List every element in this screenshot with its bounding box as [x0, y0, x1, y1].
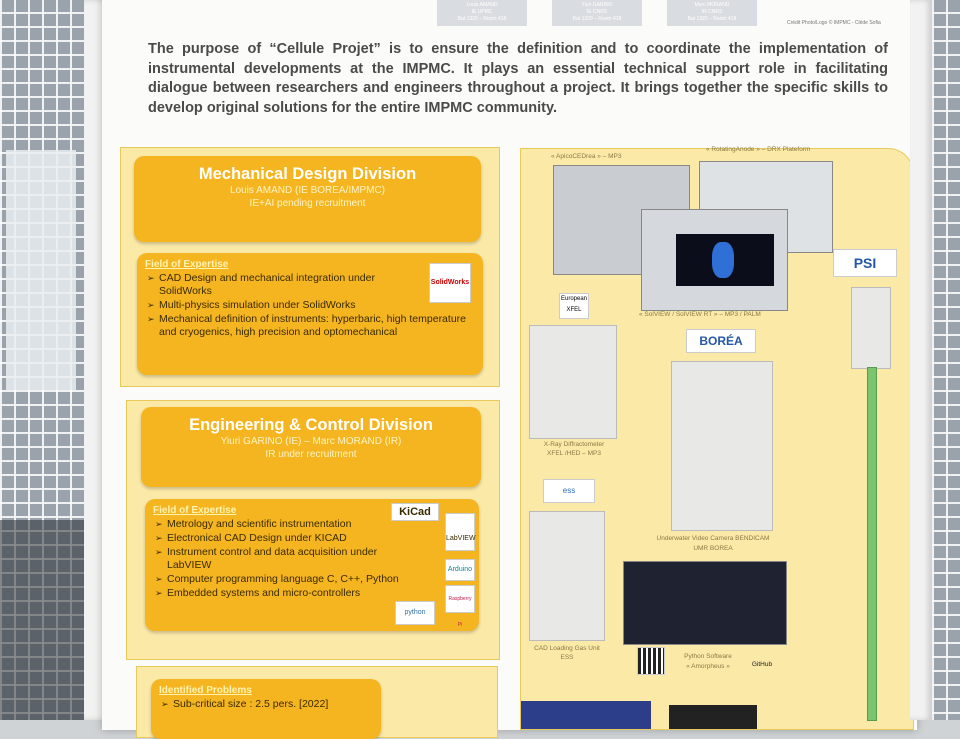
rotating-caption: « RotatingAnode » – DRX Plateform: [706, 146, 811, 153]
problems-panel: Identified Problems Sub-critical size : …: [136, 666, 498, 739]
list-item: CAD Design and mechanical integration un…: [147, 272, 422, 298]
photo-credit: Crédit Photo/Logo © IMPMC - Cléde Sofia: [787, 20, 881, 26]
expertise-heading: Field of Expertise: [145, 259, 229, 270]
background-poster: [6, 150, 76, 390]
solview-caption: « SolVIEW / SolVIEW RT » – MP3 / PALM: [639, 311, 761, 318]
list-item: Electronical CAD Design under KICAD: [155, 532, 410, 545]
header-name: Marc MORAND: [694, 2, 730, 8]
bottom-image-right: [669, 705, 757, 729]
raspberry-pi-logo-text: Raspberry Pi: [448, 596, 472, 628]
mechanical-recruit: IE+AI pending recruitment: [249, 198, 366, 209]
engineering-recruit: IR under recruitment: [265, 449, 357, 460]
raspberry-pi-logo: Raspberry Pi: [445, 585, 475, 628]
header-role: IE CNRS: [586, 9, 608, 15]
engineering-title-box: Engineering & Control Division Yiuri GAR…: [141, 407, 481, 487]
list-item: Instrument control and data acquisition …: [155, 546, 410, 572]
purpose-text: The purpose of “Cellule Projet” is to en…: [148, 41, 888, 116]
apico-caption: « ApicoCEDrea » – MP3: [551, 153, 622, 160]
arduino-logo-text: Arduino: [447, 566, 473, 573]
camera-caption: Underwater Video Camera BENDICAM: [656, 535, 770, 542]
list-item: Sub-critical size : 2.5 pers. [2022]: [161, 698, 381, 711]
header-name-box: Marc MORAND IR CNRS Bat 1320 – Room 418: [667, 0, 757, 26]
cad-loading-gas-image: [529, 511, 605, 641]
psi-instrument-top-image: [851, 287, 891, 369]
list-item: Multi-physics simulation under SolidWork…: [147, 299, 422, 312]
mechanical-title: Mechanical Design Division: [198, 165, 417, 183]
solview-image: [676, 234, 774, 286]
labview-logo-text: LabVIEW: [446, 535, 476, 542]
engineering-title: Engineering & Control Division: [189, 416, 433, 434]
list-item: Computer programming language C, C++, Py…: [155, 573, 410, 586]
cad-loading-caption: CAD Loading Gas Unit: [534, 645, 600, 652]
header-room: Bat 1320 – Room 418: [572, 16, 622, 22]
python-logo-text: python: [404, 609, 426, 616]
borea-logo: BORÉA: [686, 329, 756, 353]
list-item: Embedded systems and micro-controllers: [155, 587, 410, 600]
engineering-expertise-list: Metrology and scientific instrumentation…: [145, 518, 410, 600]
labview-logo: LabVIEW: [445, 513, 476, 551]
camera-caption-2: UMR BOREA: [693, 545, 733, 552]
bottom-image-left: [521, 701, 651, 729]
mechanical-panel: Mechanical Design Division Louis AMAND (…: [120, 147, 500, 387]
instruments-panel: « ApicoCEDrea » – MP3 « RotatingAnode » …: [520, 146, 914, 730]
mechanical-expertise-list: CAD Design and mechanical integration un…: [137, 272, 466, 339]
python-software-caption: Python Software: [684, 653, 732, 660]
mechanical-staff: Louis AMAND (IE BOREA/IMPMC): [229, 185, 386, 196]
xray-caption: X-Ray Diffractometer: [543, 441, 605, 448]
engineering-panel: Engineering & Control Division Yiuri GAR…: [126, 400, 500, 660]
expertise-heading: Field of Expertise: [153, 505, 237, 516]
cad-loading-caption-2: ESS: [560, 654, 574, 661]
header-name: Yiuri GARINO: [581, 2, 613, 8]
xfel-logo: European XFEL: [559, 293, 589, 319]
ess-logo-text: ess: [562, 486, 576, 495]
arduino-logo: Arduino: [445, 559, 475, 581]
header-role: IE UPMC: [471, 9, 493, 15]
solidworks-logo-text: SolidWorks: [430, 279, 470, 286]
solview-screenshot: [641, 209, 788, 311]
underwater-camera-image: [671, 361, 773, 531]
ess-logo: ess: [543, 479, 595, 503]
psi-logo-text: PSI: [853, 255, 877, 271]
header-name-box: Louis AMAND IE UPMC Bat 1320 – Room 418: [437, 0, 527, 26]
github-logo: GitHub: [751, 661, 773, 668]
mechanical-title-box: Mechanical Design Division Louis AMAND (…: [134, 156, 481, 242]
python-logo: python: [395, 601, 435, 625]
engineering-expertise-box: Field of Expertise Metrology and scienti…: [145, 499, 479, 631]
header-room: Bat 1320 – Room 418: [457, 16, 507, 22]
engineering-staff: Yiuri GARINO (IE) – Marc MORAND (IR): [220, 436, 402, 447]
python-software-screenshot: [623, 561, 787, 645]
xray-caption-2: XFEL /HED – MP3: [547, 450, 601, 457]
psi-instrument-rod: [867, 367, 877, 721]
header-name-box: Yiuri GARINO IE CNRS Bat 1320 – Room 418: [552, 0, 642, 26]
header-name: Louis AMAND: [466, 2, 498, 8]
list-item: Metrology and scientific instrumentation: [155, 518, 410, 531]
kicad-logo-text: KiCad: [399, 506, 431, 518]
list-item: Mechanical definition of instruments: hy…: [147, 313, 469, 339]
problems-heading: Identified Problems: [159, 685, 252, 696]
header-room: Bat 1320 – Room 418: [687, 16, 737, 22]
qr-code-icon: [637, 647, 665, 675]
psi-logo: PSI: [833, 249, 897, 277]
problems-list: Sub-critical size : 2.5 pers. [2022]: [151, 698, 381, 711]
poster: Louis AMAND IE UPMC Bat 1320 – Room 418 …: [102, 0, 917, 739]
poster-header-names: Louis AMAND IE UPMC Bat 1320 – Room 418 …: [437, 0, 837, 26]
solidworks-logo: SolidWorks: [429, 263, 471, 303]
header-role: IR CNRS: [701, 9, 723, 15]
xray-diffractometer-image: [529, 325, 617, 439]
solview-sample-blob: [712, 242, 734, 278]
mechanical-expertise-box: Field of Expertise CAD Design and mechan…: [137, 253, 483, 375]
kicad-logo: KiCad: [391, 503, 439, 521]
rack-pole-right: [910, 0, 932, 720]
xfel-logo-text: European XFEL: [560, 296, 588, 313]
borea-logo-text: BORÉA: [699, 334, 743, 348]
python-software-caption-2: « Amorpheus »: [686, 663, 730, 670]
problems-box: Identified Problems Sub-critical size : …: [151, 679, 381, 739]
